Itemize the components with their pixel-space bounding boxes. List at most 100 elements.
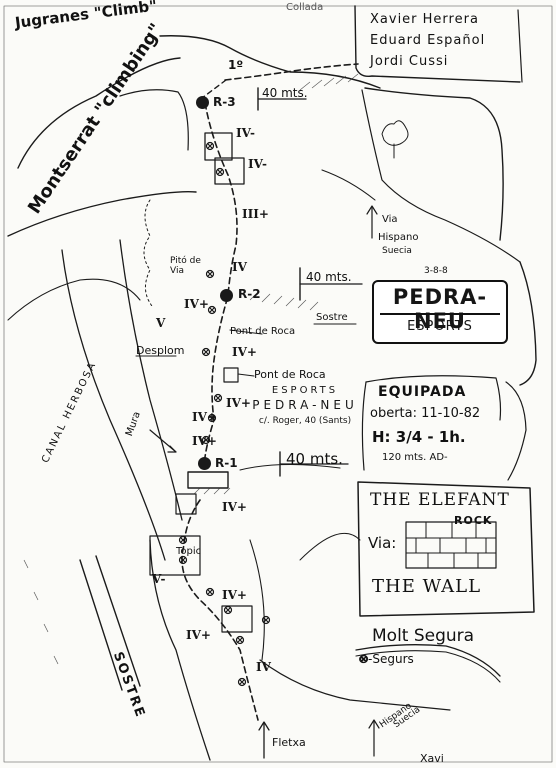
route-wall: THE WALL <box>372 576 482 597</box>
label-sostre-small: Sostre <box>316 312 348 323</box>
logo-subtitle: ESPORTS <box>407 319 473 334</box>
bolt-marker <box>178 555 188 565</box>
belay-box-top-2 <box>214 157 245 185</box>
vegetation-strip <box>143 199 153 307</box>
pitch-top: 1º <box>228 58 244 72</box>
distance-top: 40 mts. <box>262 86 308 100</box>
pont-de-roca-box <box>223 367 239 383</box>
grade-label: IV- <box>248 157 268 171</box>
rock-outline-top <box>159 35 381 89</box>
logo-divider <box>380 313 500 315</box>
legend-bolts: ⊗-Segurs <box>358 652 414 666</box>
roof-slab-edge-b <box>95 555 141 687</box>
authors-line-3: Jordi Cussi <box>370 54 449 69</box>
grade-label: IV+ <box>186 628 211 642</box>
rock-outline-right <box>364 87 504 241</box>
info-hours: H: 3/4 - 1h. <box>372 428 466 446</box>
bolt-marker <box>201 435 211 445</box>
belay-box-top <box>204 132 233 161</box>
shop-logo-stamp: PEDRA-NEU ESPORTS <box>372 280 508 344</box>
bolt-marker <box>235 635 245 645</box>
bolt-marker <box>215 167 225 177</box>
brick-wall-bricks <box>405 521 497 569</box>
top-traverse-link <box>201 79 227 99</box>
grade-label: IV+ <box>226 396 251 410</box>
fletxa-arrowhead <box>258 721 270 731</box>
bolt-marker <box>205 141 215 151</box>
store-line-2: PEDRA-NEU <box>252 398 358 412</box>
rock-outline-lower-mid <box>249 539 265 661</box>
belay-label-r1: R-1 <box>215 456 238 470</box>
rock-outline-left-mid <box>7 191 197 237</box>
via-hispano-arrowhead-bottom <box>368 719 380 729</box>
brick-wall-frame <box>405 521 497 569</box>
rock-outline-right-lower <box>505 381 527 481</box>
tree-canopy <box>381 120 409 146</box>
rock-outline-left-inner <box>119 89 189 151</box>
distance-mid: 40 mts. <box>306 270 352 284</box>
bolt-marker <box>207 305 217 315</box>
grade-label: IV+ <box>222 588 247 602</box>
info-bracket-left <box>361 381 367 471</box>
hatch-top <box>299 73 359 91</box>
pitch-box-lower <box>221 605 253 633</box>
note-underline-1 <box>355 644 501 677</box>
mura-arrowhead <box>167 445 177 453</box>
top-scribble: Collada <box>286 2 324 13</box>
grade-label: IV+ <box>184 297 209 311</box>
store-line-3: c/. Roger, 40 (Sants) <box>258 416 352 426</box>
label-pito-de-via: Pitó de Via <box>170 256 201 276</box>
sheet-border <box>3 5 553 763</box>
grade-label: IV <box>256 660 271 674</box>
hatch-left-lower <box>23 559 59 665</box>
label-topic: Topic <box>176 546 202 557</box>
rock-outline-far-right <box>519 261 537 386</box>
grade-label: IV+ <box>192 410 217 424</box>
belay-box-r1 <box>175 493 197 515</box>
belay-pin-r2 <box>220 289 233 302</box>
bolt-marker <box>201 347 211 357</box>
gully-edge-right <box>119 239 183 521</box>
rock-outline-left-lower <box>7 278 141 321</box>
label-pont-de-roca-2: Pont de Roca <box>254 368 326 381</box>
label-suecia-top: Suecia <box>382 246 412 256</box>
authors-box-right <box>517 9 523 83</box>
top-traverse <box>224 63 359 81</box>
rock-outline-bottom <box>259 659 451 711</box>
grade-label: IV+ <box>232 345 257 359</box>
hatch-mid <box>249 291 319 311</box>
pont-arrow-2 <box>237 373 255 377</box>
route-title: THE ELEFANT <box>370 490 510 510</box>
label-pont-de-roca-1: Pont de Roca <box>230 326 296 337</box>
shop-address-stamp: ESPORTS PEDRA-NEU c/. Roger, 40 (Sants) <box>250 385 360 426</box>
route-name-box <box>357 481 535 617</box>
grade-label: IV <box>232 260 247 274</box>
bolt-marker <box>178 535 188 545</box>
label-hispano-top: Hispano <box>378 232 419 243</box>
hatch-r1 <box>193 487 231 495</box>
info-title: EQUIPADA <box>378 384 467 400</box>
route-via: Via: <box>368 534 397 552</box>
grade-label: IV+ <box>192 434 217 448</box>
belay-label-r3: R-3 <box>213 95 236 109</box>
bolt-marker <box>223 605 233 615</box>
info-length: 120 mts. AD- <box>382 452 448 463</box>
belay-label-r2: R-2 <box>238 287 261 301</box>
via-hispano-arrowhead-top <box>366 205 378 215</box>
info-oberta: oberta: 11-10-82 <box>370 406 481 421</box>
note-underline-2 <box>355 650 501 683</box>
note-molt-segura: Molt Segura <box>372 626 475 646</box>
grade-label: V <box>156 316 166 330</box>
bolt-marker <box>359 654 369 664</box>
store-line-1: ESPORTS <box>271 385 339 396</box>
label-bottom-cut: Xavi <box>420 752 444 765</box>
bolt-marker <box>205 269 215 279</box>
date-small: 3-8-8 <box>424 266 448 276</box>
label-fletxa: Fletxa <box>272 736 306 749</box>
bolt-marker <box>213 393 223 403</box>
roof-slab-edge-a <box>79 559 123 691</box>
gully-edge-left <box>61 249 166 561</box>
belay-pin-r3 <box>196 96 209 109</box>
